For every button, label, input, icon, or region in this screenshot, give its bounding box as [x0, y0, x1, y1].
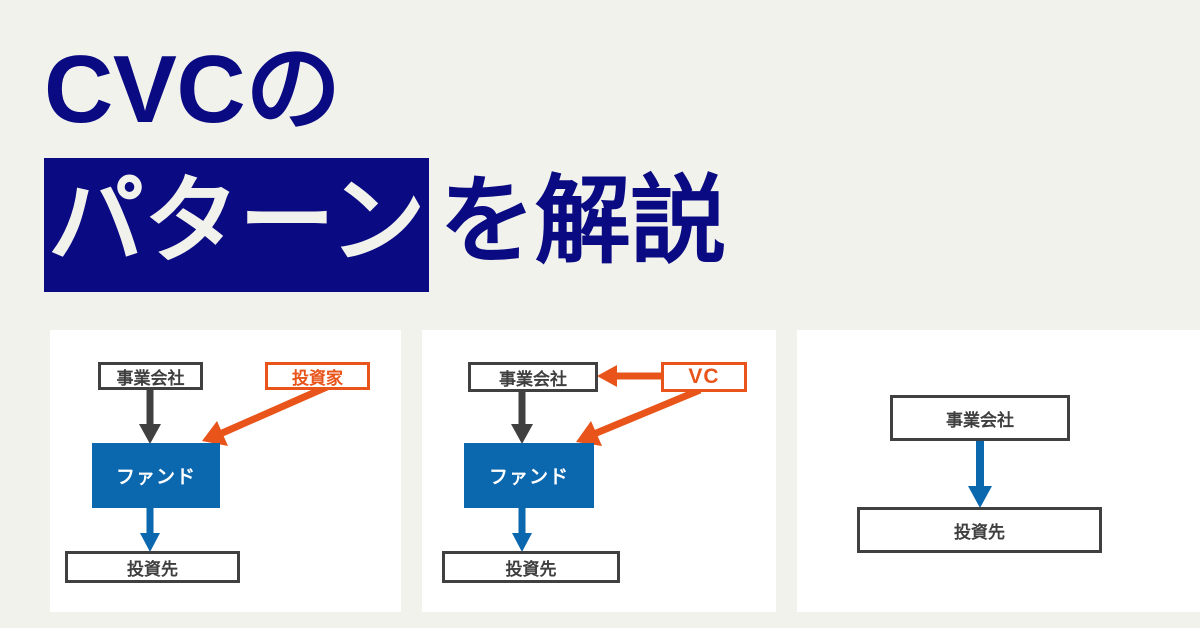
node-label: ファンド — [115, 467, 196, 488]
page-title-line-2: パターン を解説 — [44, 158, 726, 292]
node-fund-panel-1[interactable]: ファンド — [92, 443, 220, 508]
arrow-fund-to-investee — [512, 508, 532, 552]
panel-3-arrows — [968, 440, 992, 508]
arrow-vc-to-company — [597, 365, 662, 387]
node-label: 投資家 — [292, 368, 343, 388]
page-title-line-1: CVCの — [44, 36, 341, 143]
node-company-panel-1[interactable]: 事業会社 — [98, 362, 203, 390]
diagram-panel-1: 事業会社 投資家 ファンド 投資先 — [50, 330, 401, 612]
arrow-company-to-fund — [511, 386, 533, 444]
diagram-panels: 事業会社 投資家 ファンド 投資先 — [0, 330, 1200, 612]
node-investee-panel-2[interactable]: 投資先 — [442, 551, 620, 583]
node-company-panel-3[interactable]: 事業会社 — [890, 395, 1070, 441]
arrow-company-to-fund — [139, 386, 161, 444]
node-label: VC — [688, 365, 720, 388]
node-label: ファンド — [488, 467, 569, 488]
arrow-fund-to-investee — [140, 508, 160, 552]
arrow-company-to-investee — [968, 440, 992, 508]
node-investee-panel-3[interactable]: 投資先 — [857, 507, 1102, 553]
arrow-investor-to-fund — [202, 382, 331, 446]
arrow-vc-to-fund — [576, 386, 702, 446]
node-label: 事業会社 — [946, 410, 1014, 430]
node-investee-panel-1[interactable]: 投資先 — [65, 551, 240, 583]
node-label: 事業会社 — [116, 368, 185, 388]
node-investor-panel-1[interactable]: 投資家 — [265, 362, 370, 390]
node-fund-panel-2[interactable]: ファンド — [464, 443, 594, 508]
node-vc-panel-2[interactable]: VC — [661, 362, 747, 392]
node-label: 投資先 — [505, 559, 557, 579]
page-title-tail: を解説 — [439, 168, 726, 275]
page-title-highlight: パターン — [44, 158, 430, 292]
diagram-panel-2: 事業会社 VC ファンド 投資先 — [422, 330, 776, 612]
node-label: 投資先 — [954, 522, 1005, 542]
node-label: 事業会社 — [499, 369, 567, 389]
title-block: CVCの パターン を解説 — [44, 36, 726, 292]
diagram-panel-3: 事業会社 投資先 — [797, 330, 1200, 612]
node-company-panel-2[interactable]: 事業会社 — [468, 362, 598, 392]
node-label: 投資先 — [127, 559, 178, 579]
